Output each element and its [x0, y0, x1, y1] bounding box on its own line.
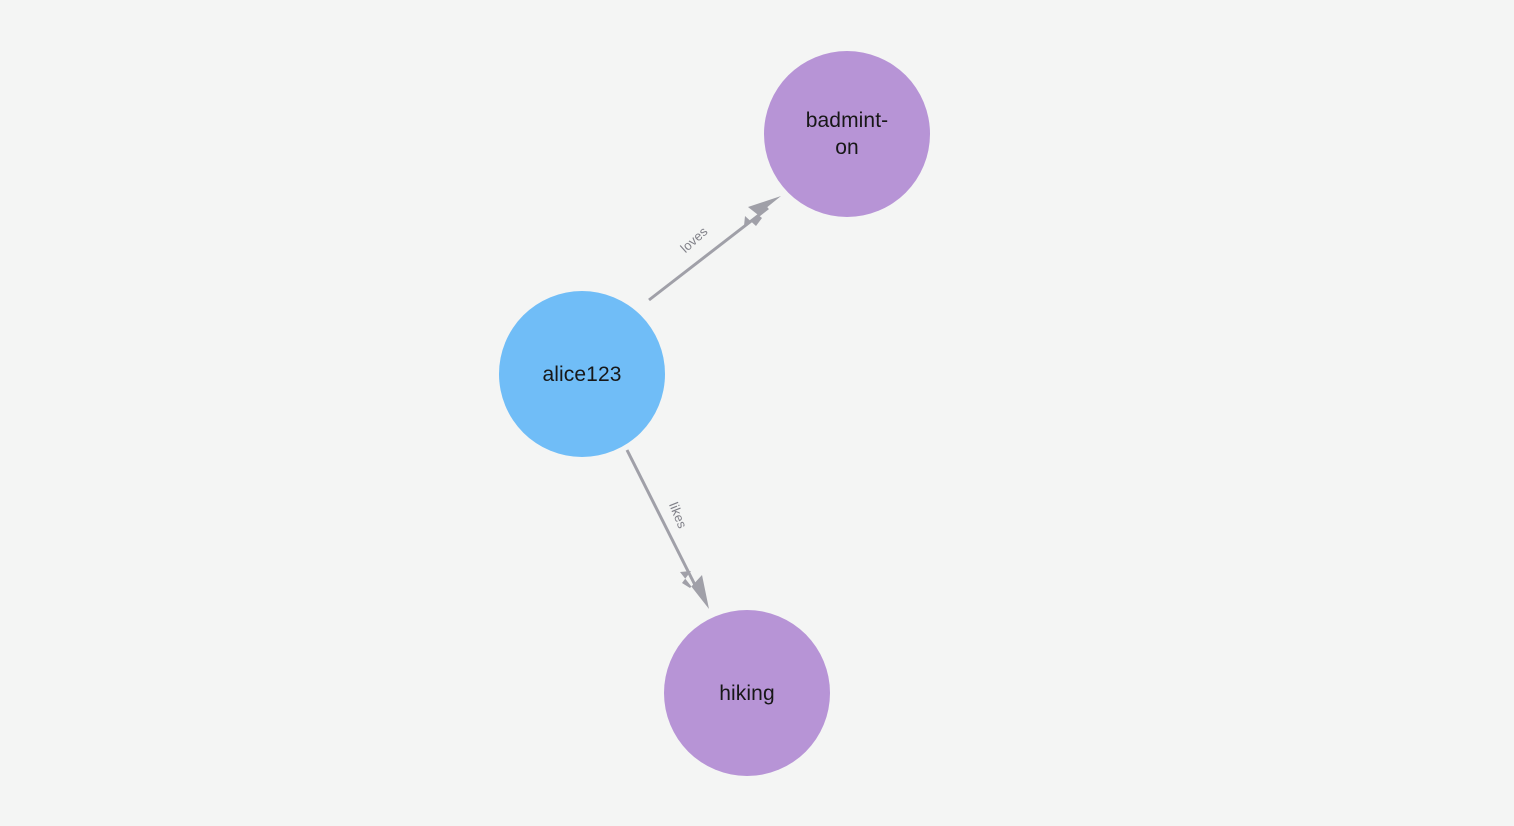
edge-line-loves	[648, 206, 769, 302]
edge-line-likes	[625, 449, 700, 592]
edge-label-loves: loves	[677, 223, 711, 255]
graph-node-hiking[interactable]: hiking	[664, 610, 830, 776]
edge-alice123-likes-hiking[interactable]: likes	[625, 449, 709, 609]
graph-node-label-hiking: hiking	[719, 681, 775, 705]
graph-node-alice123[interactable]: alice123	[499, 291, 665, 457]
edge-label-likes: likes	[666, 500, 690, 531]
graph-node-label-badminton: badmint- on	[805, 109, 889, 159]
edge-arrowhead-loves	[744, 196, 781, 226]
graph-node-badminton[interactable]: badmint- on	[764, 51, 930, 217]
graph-node-label-alice123: alice123	[542, 362, 622, 386]
edge-arrowhead-likes	[680, 571, 709, 609]
edge-alice123-loves-badminton[interactable]: loves	[648, 196, 781, 302]
